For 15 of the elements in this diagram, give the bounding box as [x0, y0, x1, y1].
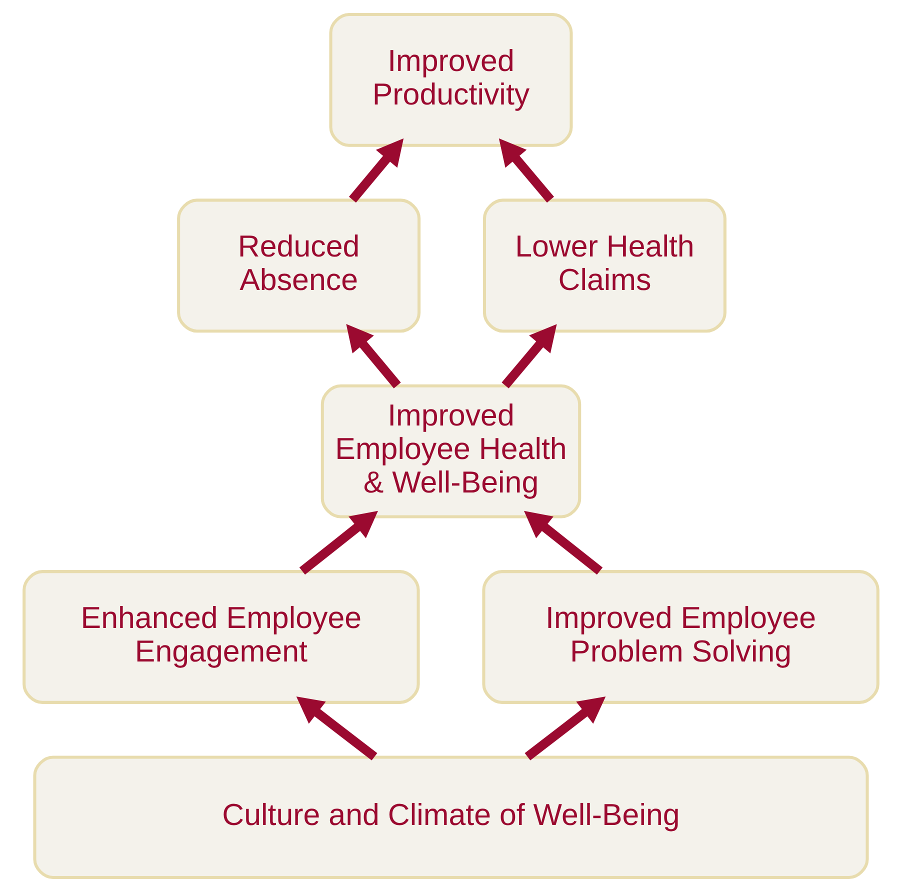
arrow — [502, 324, 557, 388]
arrow — [348, 138, 404, 203]
arrow — [498, 138, 554, 203]
node-box: Lower Health Claims — [482, 198, 726, 333]
node-box: Culture and Climate of Well-Being — [33, 756, 869, 879]
node-box: Improved Employee Problem Solving — [482, 570, 880, 704]
arrow — [524, 510, 603, 575]
node-box: Improved Productivity — [329, 13, 573, 147]
node-box: Enhanced Employee Engagement — [22, 570, 420, 704]
node-box: Reduced Absence — [177, 198, 421, 333]
arrow — [346, 324, 401, 388]
arrow — [524, 696, 606, 760]
arrow — [296, 696, 378, 760]
arrow — [299, 510, 378, 575]
node-box: Improved Employee Health & Well-Being — [320, 384, 582, 518]
